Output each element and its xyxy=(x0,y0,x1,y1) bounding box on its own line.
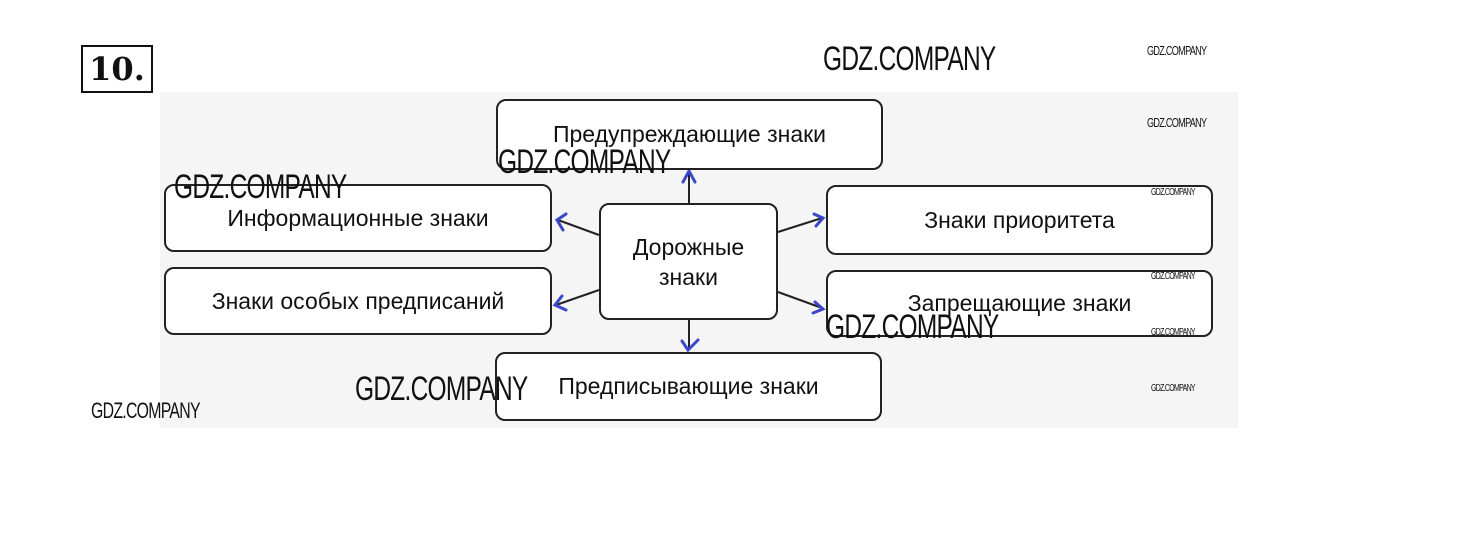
watermark: GDZ.COMPANY xyxy=(355,370,528,408)
watermark: GDZ.COMPANY xyxy=(498,143,671,181)
watermark: GDZ.COMPANY xyxy=(823,40,996,78)
exercise-number: 10. xyxy=(81,45,153,93)
watermark: GDZ.COMPANY xyxy=(1147,43,1207,58)
watermark: GDZ.COMPANY xyxy=(826,308,999,346)
watermark: GDZ.COMPANY xyxy=(1151,271,1196,282)
watermark: GDZ.COMPANY xyxy=(1147,115,1207,130)
line-right-top xyxy=(777,217,823,233)
node-mandatory-signs: Предписывающие знаки xyxy=(495,352,882,421)
node-priority-signs: Знаки приоритета xyxy=(826,185,1213,255)
arrowhead-top xyxy=(681,167,697,184)
node-special-regulation-signs: Знаки особых предписаний xyxy=(164,267,552,335)
line-left-bottom xyxy=(555,289,600,306)
arrowhead-right-top xyxy=(812,212,826,228)
watermark: GDZ.COMPANY xyxy=(1151,187,1196,198)
node-prohibiting-signs: Запрещающие знаки xyxy=(826,270,1213,337)
line-left-top xyxy=(557,219,600,236)
watermark: GDZ.COMPANY xyxy=(91,398,201,423)
node-road-signs-center: Дорожные знаки xyxy=(599,203,778,320)
node-information-signs: Информационные знаки xyxy=(164,184,552,252)
node-warning-signs: Предупреждающие знаки xyxy=(496,99,883,170)
watermark: GDZ.COMPANY xyxy=(1151,327,1196,338)
arrowhead-bottom xyxy=(680,338,700,353)
arrowhead-left-top xyxy=(554,212,568,232)
arrowhead-right-bottom xyxy=(811,300,826,315)
watermark: GDZ.COMPANY xyxy=(1151,383,1196,394)
arrowhead-left-bottom xyxy=(552,294,568,312)
watermark: GDZ.COMPANY xyxy=(174,168,347,206)
line-right-bottom xyxy=(777,291,823,309)
